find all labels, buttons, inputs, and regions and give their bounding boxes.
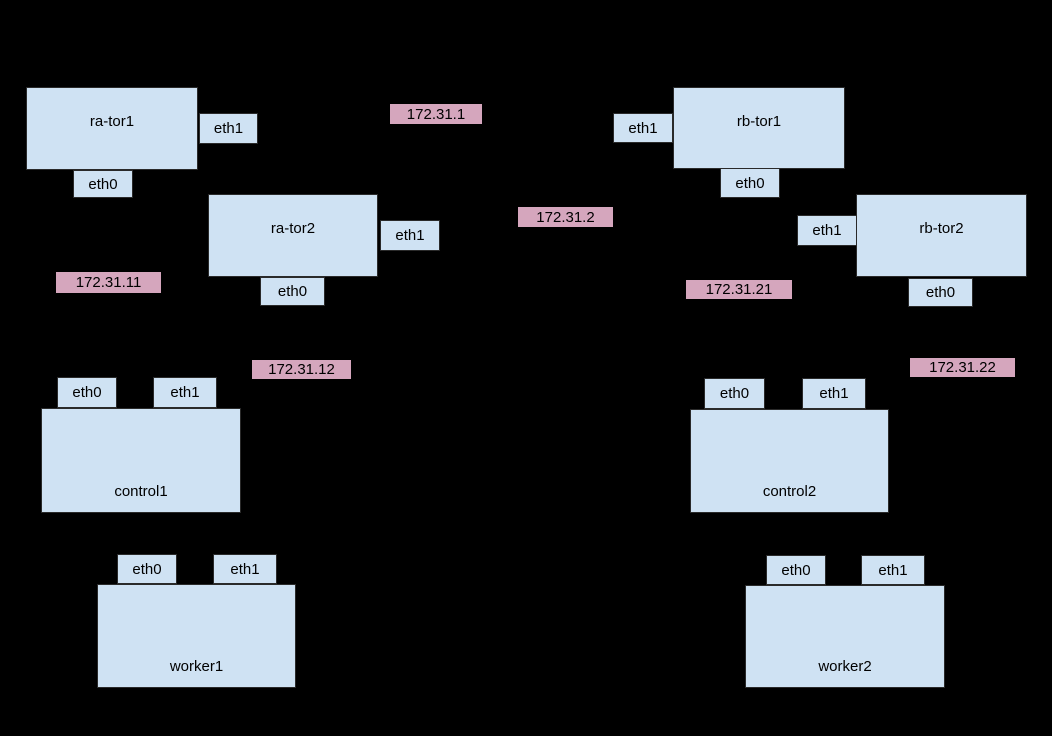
iface-control1-eth0: eth0 [57,377,117,408]
iface-control2-eth0: eth0 [704,378,765,409]
iface-worker2-eth0: eth0 [766,555,826,585]
iface-worker2-eth1: eth1 [861,555,925,585]
node-worker2-label: worker2 [818,658,872,675]
iface-rb-tor1-eth0: eth0 [720,168,780,198]
iface-worker1-eth1: eth1 [213,554,277,584]
node-rb-tor1-label: rb-tor1 [736,113,782,130]
iface-ra-tor2-eth1: eth1 [380,220,440,251]
node-worker1-label: worker1 [169,658,224,675]
subnet-label-172-31-21: 172.31.21 [686,280,792,299]
node-worker2: worker2 [745,585,945,688]
node-control2-label: control2 [762,483,817,500]
iface-ra-tor2-eth0: eth0 [260,277,325,306]
iface-control2-eth1: eth1 [802,378,866,409]
iface-control1-eth1: eth1 [153,377,217,408]
node-ra-tor1-label: ra-tor1 [89,113,135,130]
subnet-label-172-31-2: 172.31.2 [518,207,613,227]
node-rb-tor2-label: rb-tor2 [919,220,964,237]
subnet-label-172-31-12: 172.31.12 [252,360,351,379]
iface-ra-tor1-eth1: eth1 [199,113,258,144]
subnet-label-172-31-11: 172.31.11 [56,272,161,293]
iface-ra-tor1-eth0: eth0 [73,170,133,198]
node-control1-label: control1 [114,483,168,500]
node-control1: control1 [41,408,241,513]
node-control2: control2 [690,409,889,513]
node-worker1: worker1 [97,584,296,688]
node-ra-tor2-label: ra-tor2 [270,220,316,237]
subnet-label-172-31-1: 172.31.1 [390,104,482,124]
subnet-label-172-31-22: 172.31.22 [910,358,1015,377]
iface-rb-tor1-eth1: eth1 [613,113,673,143]
iface-rb-tor2-eth1: eth1 [797,215,857,246]
iface-worker1-eth0: eth0 [117,554,177,584]
node-ra-tor2: ra-tor2 [208,194,378,277]
node-rb-tor2: rb-tor2 [856,194,1027,277]
node-ra-tor1: ra-tor1 [26,87,198,170]
node-rb-tor1: rb-tor1 [673,87,845,169]
iface-rb-tor2-eth0: eth0 [908,278,973,307]
